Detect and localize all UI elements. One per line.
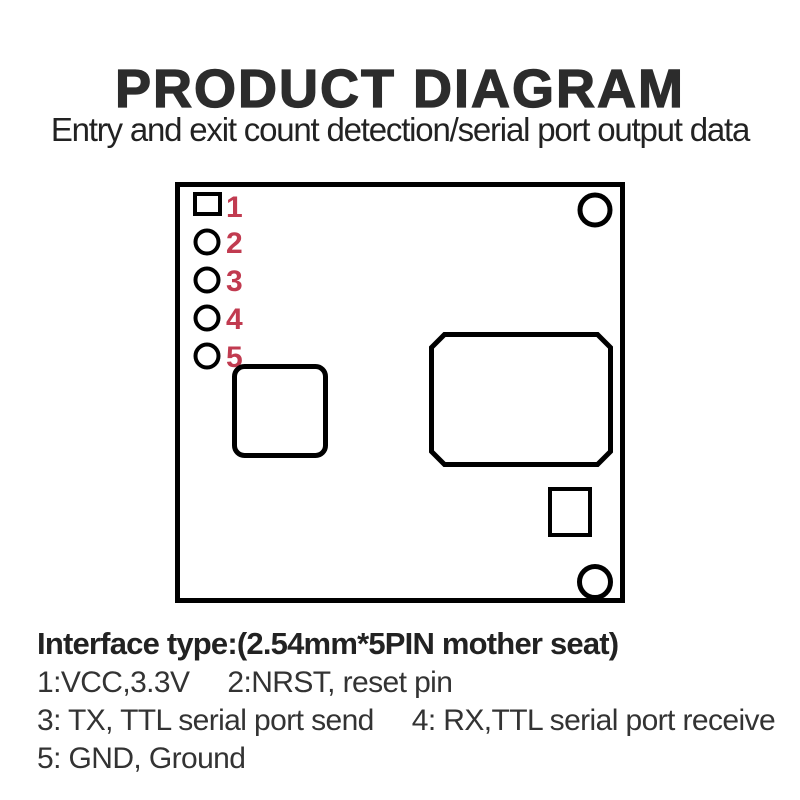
legend-item-gnd: 5: GND, Ground: [37, 742, 246, 775]
pin-2-circle: [193, 228, 221, 256]
page-title: PRODUCT DIAGRAM: [114, 58, 685, 119]
legend-item-tx: 3: TX, TTL serial port send: [37, 704, 374, 737]
pin-number-1: 1: [226, 191, 243, 224]
pin-number-3: 3: [226, 265, 243, 298]
legend-item-rx: 4: RX,TTL serial port receive: [411, 704, 776, 737]
component-rect: [548, 487, 592, 537]
pin-3-circle: [193, 266, 221, 294]
legend-heading: Interface type:(2.54mm*5PIN mother seat): [37, 626, 619, 661]
legend: Interface type:(2.54mm*5PIN mother seat)…: [37, 624, 776, 778]
page-subtitle: Entry and exit count detection/serial po…: [50, 111, 751, 148]
legend-row-1: 1:VCC,3.3V 2:NRST, reset pin: [37, 664, 775, 702]
pin-5-circle: [193, 342, 221, 370]
legend-row-3: 5: GND, Ground: [37, 740, 775, 778]
pin-4-circle: [193, 304, 221, 332]
chip-large: [429, 332, 613, 467]
mounting-hole-top-right: [577, 192, 613, 228]
pin-number-2: 2: [226, 227, 243, 260]
legend-item-nrst: 2:NRST, reset pin: [227, 666, 453, 699]
mounting-hole-bottom-right: [577, 564, 613, 600]
legend-item-vcc: 1:VCC,3.3V: [37, 666, 190, 699]
pin-number-4: 4: [226, 303, 243, 336]
chip-small: [232, 364, 328, 458]
legend-row-2: 3: TX, TTL serial port send 4: RX,TTL ser…: [37, 702, 776, 740]
pin-1-square: [193, 192, 222, 216]
